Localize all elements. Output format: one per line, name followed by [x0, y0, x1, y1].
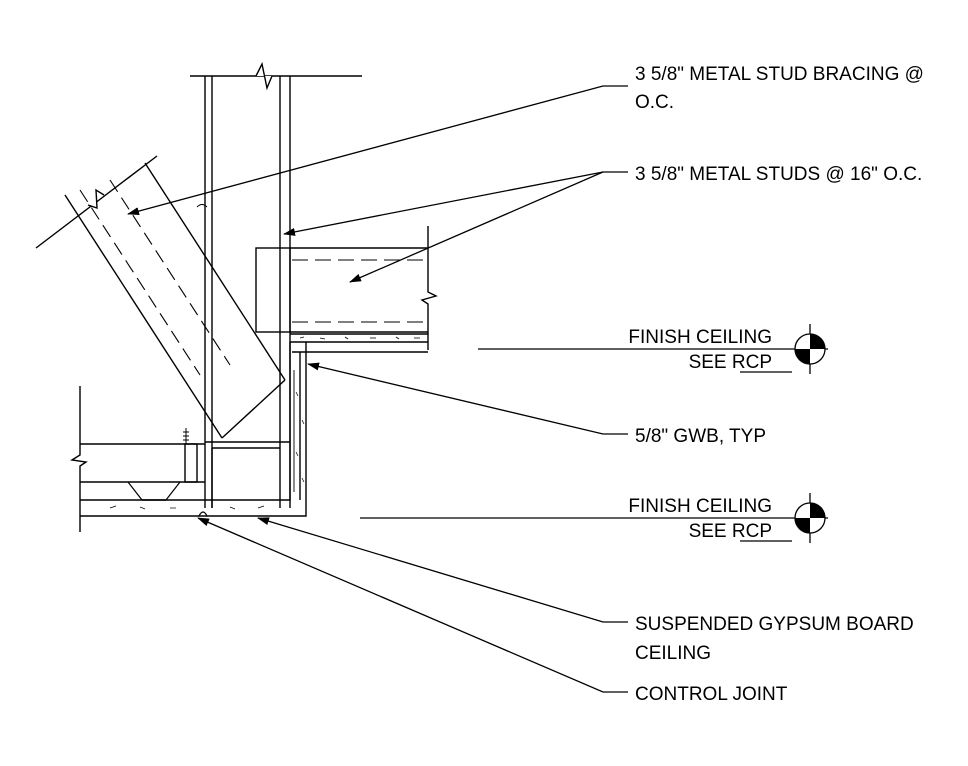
lower-finish-ceiling-marker: [360, 493, 828, 543]
leader-lines: [127, 85, 628, 693]
leader-control-joint: [197, 517, 628, 693]
leader-stud-vertical: [283, 171, 628, 236]
leader-stud-horizontal: [349, 171, 604, 283]
label-suspended-line2: CEILING: [635, 643, 711, 664]
label-studs: 3 5/8" METAL STUDS @ 16" O.C.: [635, 164, 922, 185]
upper-ceiling-joist: [255, 226, 438, 350]
upper-gypsum-board: [290, 333, 428, 343]
leader-gwb: [307, 362, 628, 435]
label-bracing-line2: O.C.: [635, 92, 674, 113]
lower-ceiling-framing: [70, 386, 205, 532]
label-gwb: 5/8" GWB, TYP: [635, 426, 766, 447]
label-finish-ceiling-lower-1: FINISH CEILING: [628, 496, 772, 517]
soffit-gypsum-board: [80, 342, 428, 517]
label-control-joint: CONTROL JOINT: [635, 684, 788, 705]
label-finish-ceiling-upper-2: SEE RCP: [689, 352, 772, 373]
upper-finish-ceiling-marker: [478, 324, 828, 374]
diagonal-bracing-stud: [35, 155, 286, 439]
leader-bracing: [127, 85, 628, 216]
leader-suspended-ceiling: [257, 517, 628, 623]
vertical-metal-studs: [190, 61, 362, 508]
label-finish-ceiling-lower-2: SEE RCP: [689, 521, 772, 542]
label-suspended-line1: SUSPENDED GYPSUM BOARD: [635, 614, 914, 635]
label-finish-ceiling-upper-1: FINISH CEILING: [628, 327, 772, 348]
label-bracing-line1: 3 5/8" METAL STUD BRACING @: [635, 64, 924, 85]
